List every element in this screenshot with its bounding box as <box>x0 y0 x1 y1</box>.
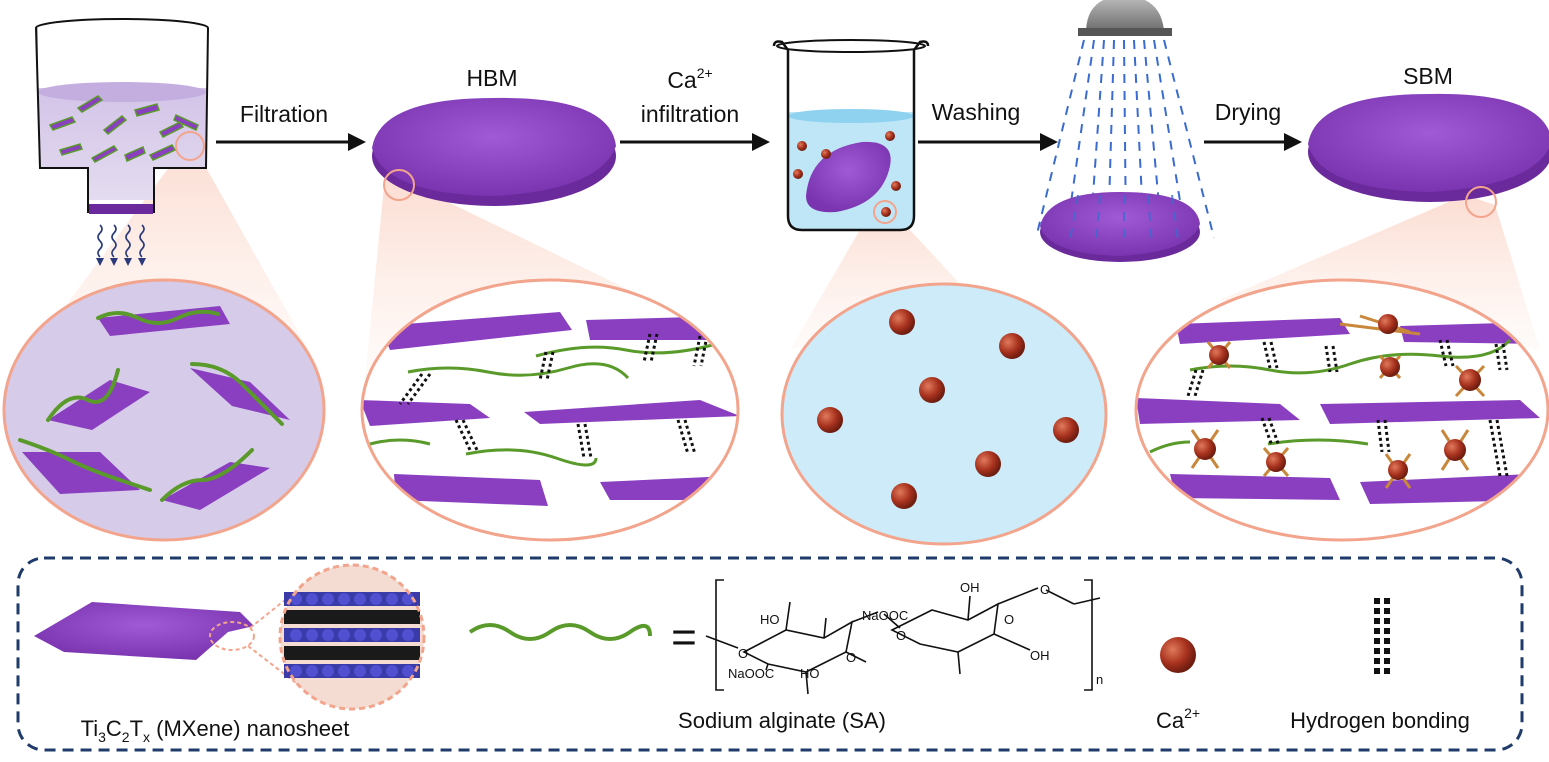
legend-equals: = <box>671 613 697 662</box>
chem-o-3: O <box>896 628 906 643</box>
ca-infiltration-label: Ca2+ <box>667 65 712 93</box>
chem-ho-2: HO <box>800 666 820 681</box>
chem-n-subscript: n <box>1096 672 1103 687</box>
legend-hydrogen-bond-icon <box>1374 598 1390 674</box>
filtration-label: Filtration <box>240 101 328 127</box>
chem-oh-1: OH <box>960 580 980 595</box>
chem-o-2: O <box>846 650 856 665</box>
chem-o-5: O <box>1040 582 1050 597</box>
chem-oh-2: OH <box>1030 648 1050 663</box>
zoom-cone-3 <box>790 204 975 350</box>
legend-ca-ion <box>1160 637 1196 673</box>
chem-o-4: O <box>1004 612 1014 627</box>
chem-o-1: O <box>738 646 748 661</box>
beaker <box>772 39 930 232</box>
washing-label: Washing <box>932 99 1021 125</box>
process-arrows <box>216 133 1302 151</box>
sbm-membrane <box>1308 93 1549 218</box>
filtration-funnel <box>35 18 209 266</box>
legend-sa-label: Sodium alginate (SA) <box>678 708 886 733</box>
legend-mxene-label: Ti3C2Tx (MXene) nanosheet <box>81 716 350 745</box>
drying-label: Drying <box>1215 99 1281 125</box>
legend-ca-label: Ca2+ <box>1156 705 1200 733</box>
chem-naooc-1: NaOOC <box>728 666 774 681</box>
zoom-circle-dispersion <box>2 278 326 542</box>
legend-mxene-atomic-structure-icon <box>278 563 426 711</box>
zoom-circle-sbm <box>1134 278 1549 542</box>
legend-mxene-sheet <box>34 587 301 687</box>
washing-shower <box>1035 0 1215 262</box>
legend-box <box>16 556 1524 752</box>
infiltration-label: infiltration <box>641 101 739 127</box>
sbm-label: SBM <box>1403 63 1453 89</box>
hbm-label: HBM <box>466 65 517 91</box>
legend-sa-strand <box>468 623 652 641</box>
hbm-membrane <box>372 97 616 206</box>
alginate-chemical-structure <box>705 579 1101 695</box>
zoom-circle-hbm <box>360 278 740 542</box>
zoom-circle-solution <box>780 282 1108 546</box>
chem-ho-1: HO <box>760 612 780 627</box>
chem-naooc-2: NaOOC <box>862 608 908 623</box>
legend-hbond-label: Hydrogen bonding <box>1290 708 1470 733</box>
